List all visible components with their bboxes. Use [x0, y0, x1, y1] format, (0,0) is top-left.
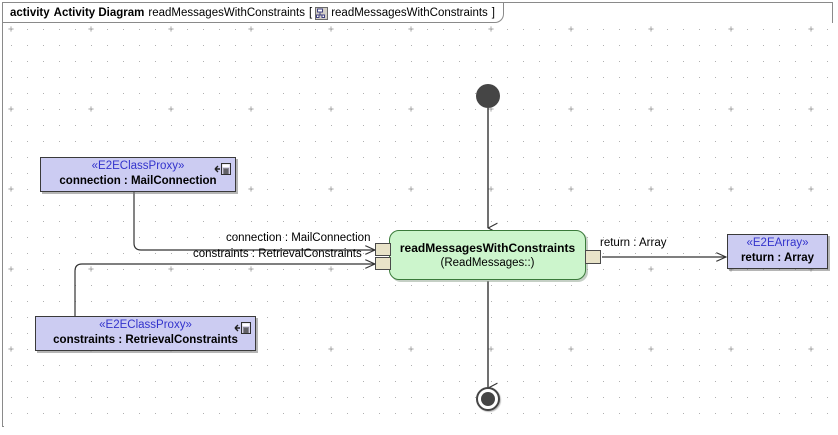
header-kind: Activity Diagram [53, 6, 145, 19]
class-proxy-constraints[interactable]: «E2EClassProxy» constraints : RetrievalC… [35, 316, 256, 351]
class-proxy-connection-name: connection : MailConnection [59, 175, 217, 187]
array-node-return[interactable]: «E2EArray» return : Array [727, 234, 828, 269]
edge-label-connection: connection : MailConnection [226, 232, 371, 244]
class-proxy-connection-stereotype: «E2EClassProxy» [91, 160, 185, 172]
header-inner-name: readMessagesWithConstraints [331, 6, 488, 19]
initial-node[interactable] [476, 84, 500, 108]
activity-node[interactable]: readMessagesWithConstraints (ReadMessage… [389, 230, 586, 280]
output-pin-return[interactable] [585, 250, 601, 264]
class-proxy-connection[interactable]: «E2EClassProxy» connection : MailConnect… [40, 157, 236, 192]
header-bracket-open: [ [309, 6, 313, 19]
header-keyword: activity [10, 6, 50, 19]
grid-cross-marks [8, 26, 814, 352]
header-name: readMessagesWithConstraints [148, 6, 305, 19]
array-node-name: return : Array [740, 252, 815, 264]
class-proxy-constraints-name: constraints : RetrievalConstraints [53, 334, 238, 346]
final-node-center [481, 392, 495, 406]
class-proxy-constraints-stereotype: «E2EClassProxy» [99, 319, 192, 331]
activity-diagram-icon [315, 7, 329, 20]
edge-label-constraints: constraints : RetrievalConstraints [193, 248, 362, 260]
class-proxy-icon [234, 321, 251, 334]
input-pin-constraints[interactable] [375, 257, 391, 270]
diagram-canvas[interactable] [4, 23, 833, 427]
array-node-stereotype: «E2EArray» [746, 237, 809, 249]
edge-label-return: return : Array [600, 237, 667, 249]
input-pin-connection[interactable] [375, 243, 391, 256]
header-bracket-close: ] [491, 6, 495, 19]
activity-final-node[interactable] [476, 387, 500, 411]
activity-node-qualifier: (ReadMessages::) [440, 256, 535, 269]
class-proxy-icon [214, 162, 231, 175]
activity-node-name: readMessagesWithConstraints [399, 240, 576, 255]
diagram-frame: activity Activity Diagram readMessagesWi… [2, 2, 833, 427]
diagram-header-tab[interactable]: activity Activity Diagram readMessagesWi… [3, 3, 504, 23]
